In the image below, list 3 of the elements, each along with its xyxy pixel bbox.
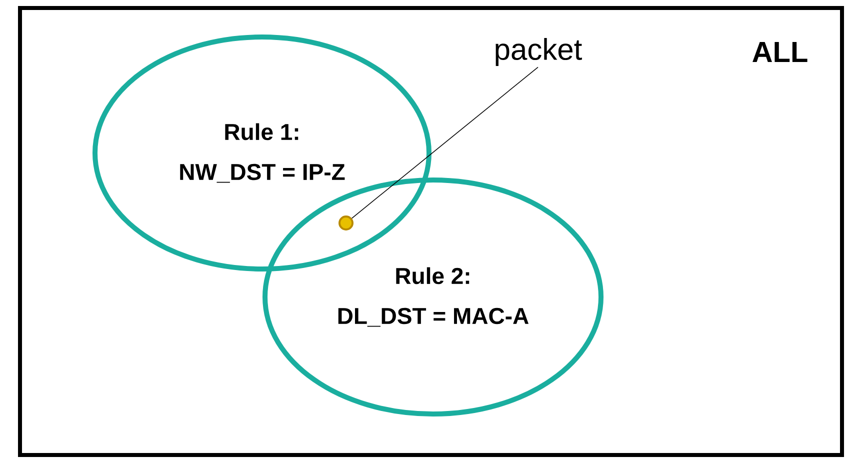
packet-dot [338,216,354,230]
leader-line [351,66,538,219]
packet-label: packet [496,38,582,66]
